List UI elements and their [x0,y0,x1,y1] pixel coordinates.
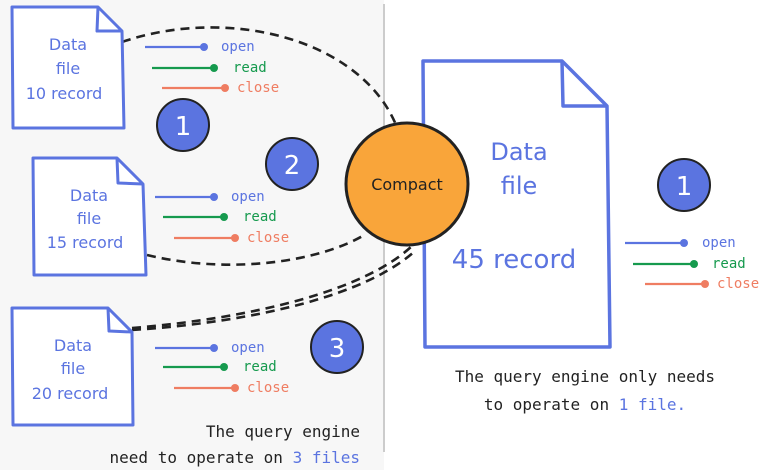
connector-file-1 [121,26,400,131]
file-1-label-line3: 10 record [26,84,103,103]
read-label: read [233,60,267,76]
compacted-file-operations: open read close [625,235,759,292]
data-file-1: Data file 10 record [10,5,126,130]
compacted-file-document-icon [421,59,612,349]
open-dot [200,43,208,51]
close-label: close [247,380,289,396]
compact-node: Compact [344,121,470,247]
file-3-label-line3: 20 record [32,384,109,403]
file-3-document-icon [10,306,135,427]
file-3-label-line2: file [61,359,85,378]
data-file-2: Data file 15 record [31,156,148,277]
open-dot [680,239,688,247]
file-3-operations: open read close [155,340,289,396]
read-label: read [243,209,277,225]
left-caption-line1: The query engine [206,422,360,441]
badge-circle [657,158,711,212]
file-2-fold-icon [115,157,144,186]
badge-1-number: 1 [175,112,192,142]
right-caption-prefix: to operate on [484,395,619,414]
close-dot [701,280,709,288]
read-label: read [243,359,277,375]
file-3-label-line1: Data [54,336,92,355]
open-dot [210,344,218,352]
left-caption-highlight: 3 files [293,448,360,467]
compacted-file-label-line1: Data [490,138,547,166]
badge-circle [310,320,364,374]
file-1-label-line2: file [56,59,80,78]
open-label: open [231,189,265,205]
file-2-label-line1: Data [70,186,108,205]
right-caption-line1: The query engine only needs [455,367,715,386]
data-file-3: Data file 20 record [10,306,135,427]
read-dot [690,260,698,268]
left-caption-prefix: need to operate on [110,448,293,467]
read-label: read [712,256,746,272]
compacted-file-label-line2: file [501,172,538,200]
badge-2: 2 [265,137,319,191]
file-2-document-icon [31,156,148,277]
file-2-label-line2: file [77,209,101,228]
connector-file-3-a [131,245,413,330]
left-caption-line2: need to operate on 3 files [110,448,360,467]
connector-lines [121,26,417,332]
read-dot [220,363,228,371]
read-dot [210,64,218,72]
badge-3-number: 3 [329,334,346,364]
badge-compacted: 1 [657,158,711,212]
compact-label: Compact [371,175,443,194]
close-label: close [237,80,279,96]
badge-circle [156,98,210,152]
compacted-data-file: Data file 45 record [421,59,612,349]
badge-circle [265,137,319,191]
file-1-document-icon [10,5,126,130]
read-dot [220,213,228,221]
file-1-label-line1: Data [49,35,87,54]
right-caption-highlight: 1 file. [619,395,686,414]
close-dot [221,84,229,92]
connector-file-3-b [131,249,417,332]
badge-2-number: 2 [284,151,301,181]
badge-1: 1 [156,98,210,152]
compacted-file-fold-icon [560,60,607,108]
compact-circle [344,121,470,247]
right-caption-line2: to operate on 1 file. [484,395,686,414]
file-1-fold-icon [95,6,122,33]
open-label: open [221,39,255,55]
file-2-operations: open read close [155,189,289,246]
compacted-file-label-line3: 45 record [452,245,576,275]
open-dot [210,193,218,201]
file-3-fold-icon [106,307,133,334]
badge-compacted-number: 1 [676,172,693,202]
file-2-label-line3: 15 record [47,233,124,252]
badge-3: 3 [310,320,364,374]
close-dot [231,234,239,242]
open-label: open [231,340,265,356]
close-label: close [247,230,289,246]
open-label: open [702,235,736,251]
close-dot [231,384,239,392]
file-1-operations: open read close [145,39,279,96]
connector-file-2 [146,232,367,266]
close-label: close [717,276,759,292]
